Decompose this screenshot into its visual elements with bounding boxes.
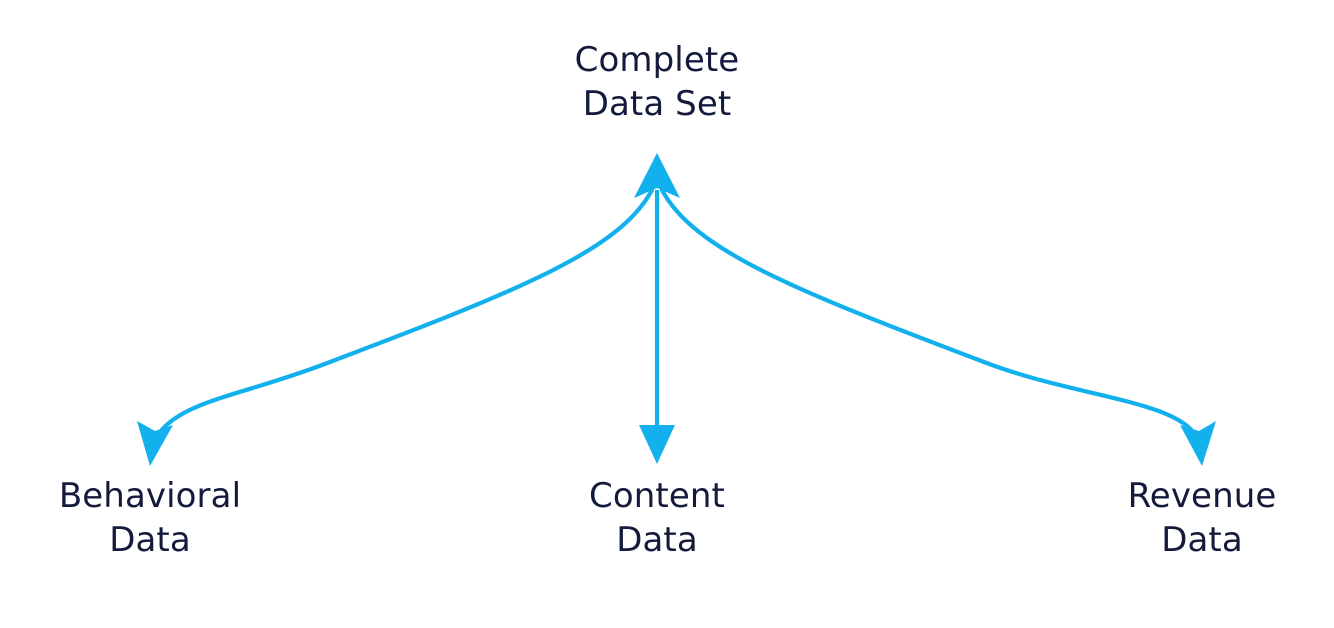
- node-revenue-data: Revenue Data: [1002, 474, 1334, 562]
- node-content-data-line1: Content: [589, 476, 725, 516]
- node-complete-data-set: Complete Data Set: [457, 38, 857, 126]
- node-behavioral-data: Behavioral Data: [0, 474, 350, 562]
- arrowhead-down-behavioral-icon: [137, 421, 173, 466]
- arrowhead-down-content-icon: [639, 425, 675, 464]
- node-revenue-data-line1: Revenue: [1127, 476, 1277, 516]
- node-revenue-data-line2: Data: [1161, 520, 1243, 560]
- node-complete-data-set-line2: Data Set: [582, 84, 732, 124]
- arrowhead-down-revenue-icon: [1180, 421, 1216, 466]
- node-behavioral-data-line1: Behavioral: [58, 476, 242, 516]
- hub-arrowhead-up-icon: [634, 153, 680, 198]
- node-content-data-line2: Data: [616, 520, 698, 560]
- connector-hub-to-behavioral: [137, 187, 655, 466]
- connector-hub-to-content: [639, 190, 675, 464]
- node-complete-data-set-line1: Complete: [574, 40, 740, 80]
- connector-hub-to-revenue: [659, 187, 1216, 466]
- node-content-data: Content Data: [457, 474, 857, 562]
- node-behavioral-data-line2: Data: [109, 520, 191, 560]
